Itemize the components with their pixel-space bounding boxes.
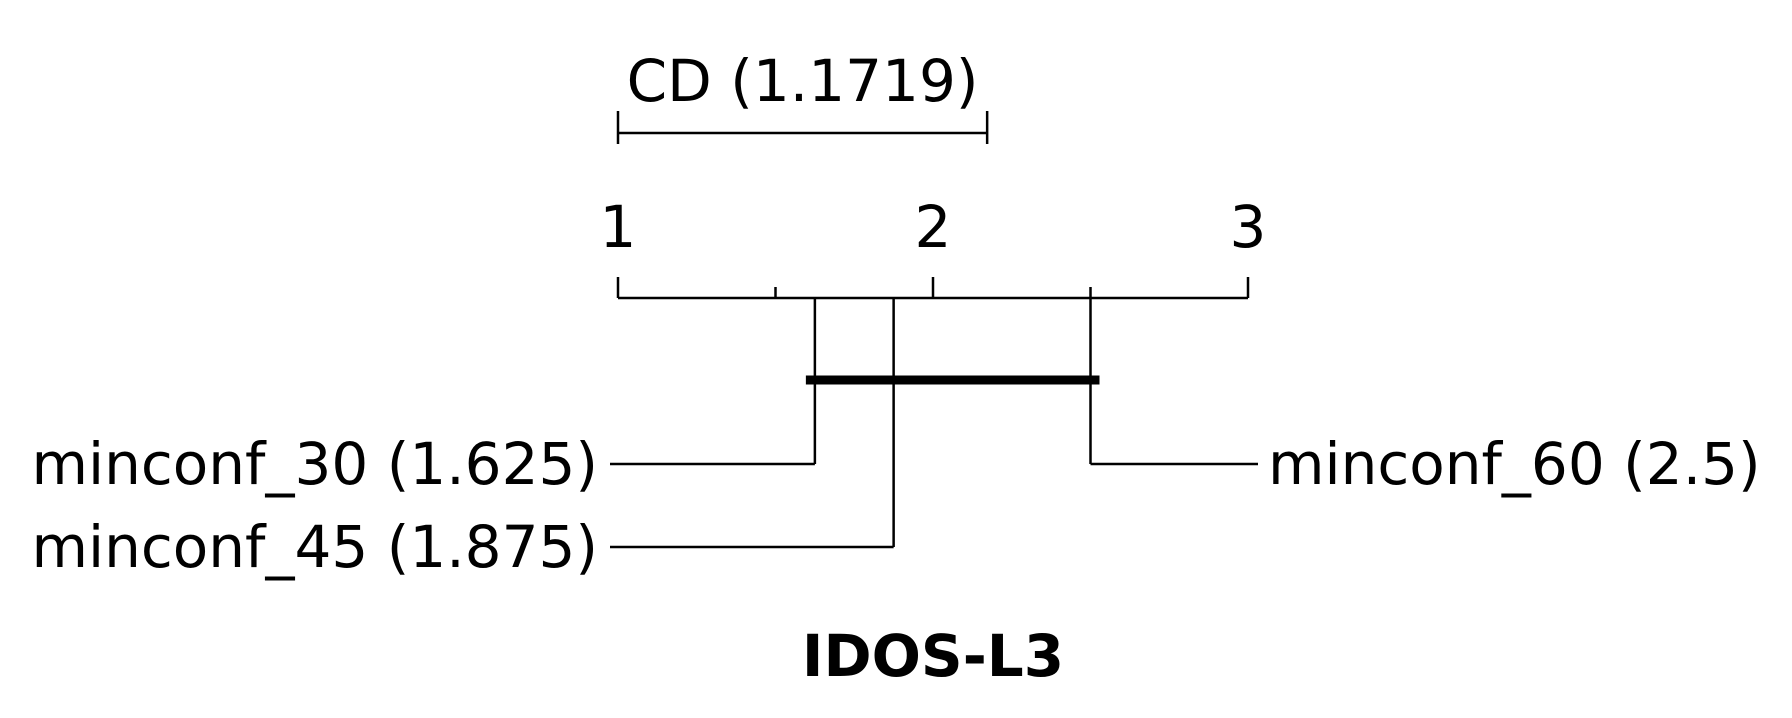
rank-axis: 1 2 3	[600, 193, 1267, 300]
method-markers: minconf_30 (1.625) minconf_45 (1.875) minc…	[32, 298, 1761, 581]
tick-label: 1	[600, 193, 637, 261]
critical-difference-bracket	[616, 111, 989, 144]
critical-difference-label: CD (1.1719)	[627, 47, 979, 115]
method-label: minconf_60 (2.5)	[1268, 430, 1761, 498]
chart-title: IDOS-L3	[802, 622, 1064, 690]
method-label: minconf_30 (1.625)	[32, 430, 598, 498]
tick-label: 3	[1230, 193, 1267, 261]
tick-label: 2	[915, 193, 952, 261]
method-label: minconf_45 (1.875)	[32, 513, 598, 581]
